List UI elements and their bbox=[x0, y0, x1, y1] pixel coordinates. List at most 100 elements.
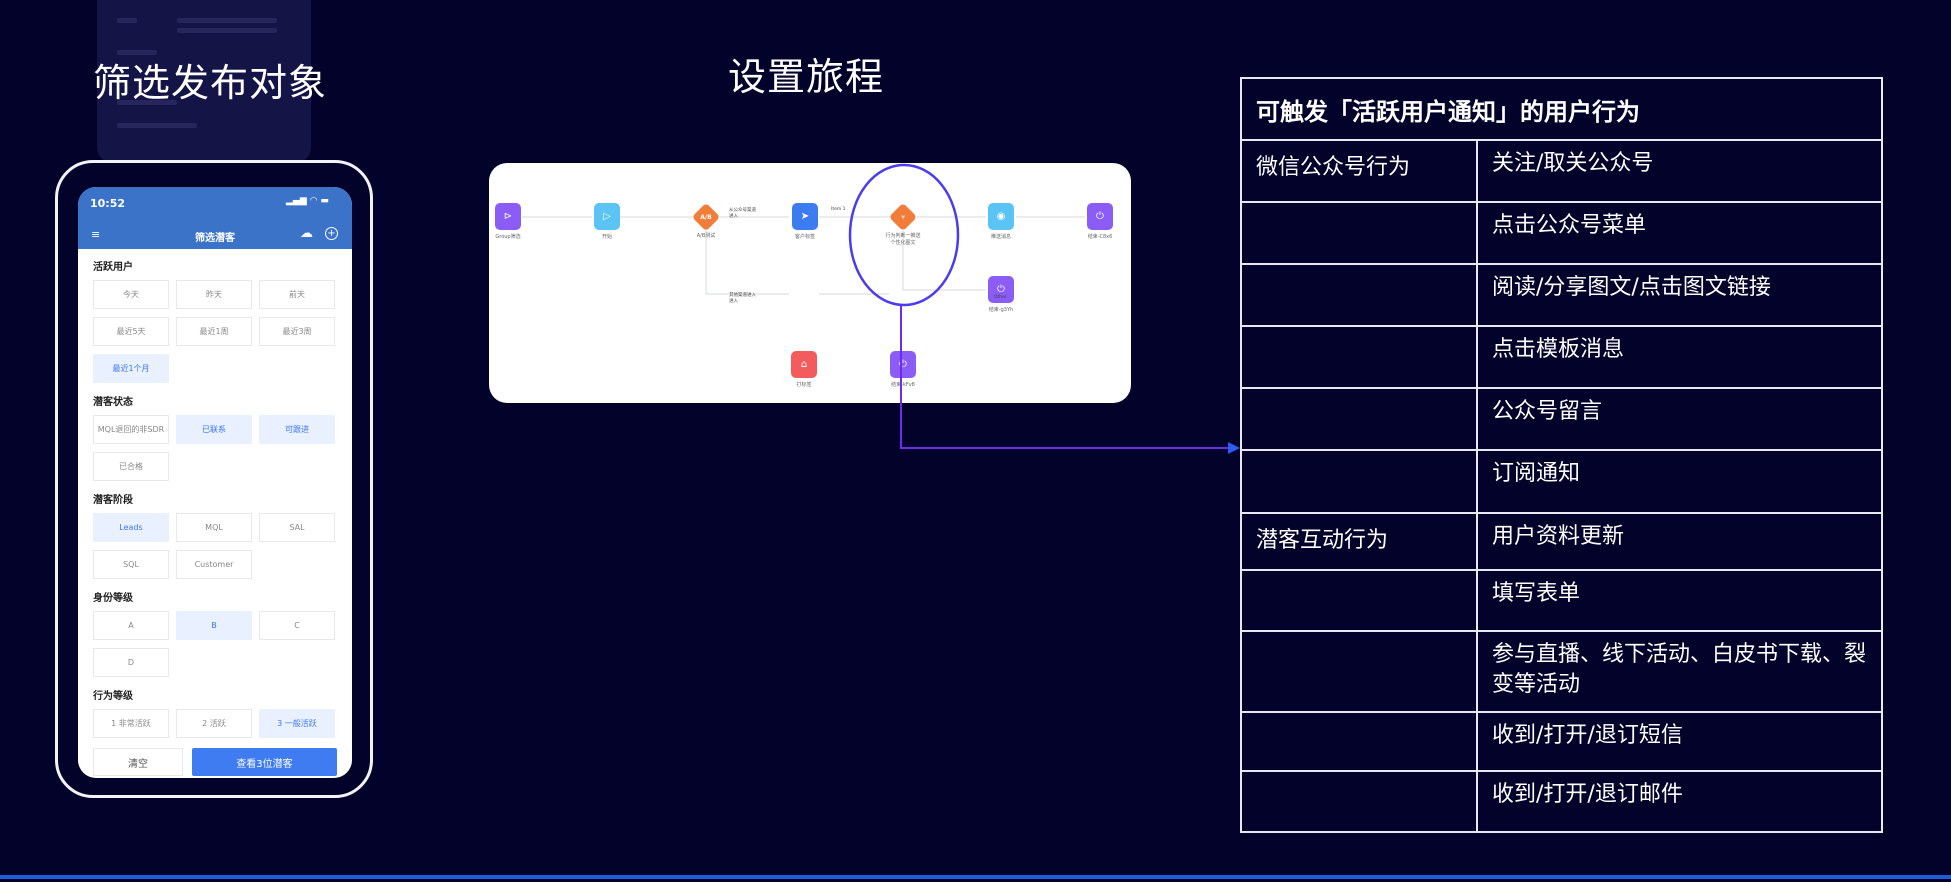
behavior-category bbox=[1242, 632, 1478, 711]
table-title: 可触发「活跃用户通知」的用户行为 bbox=[1256, 97, 1640, 126]
option-group: 今天昨天前天最近5天最近1周最近3周最近1个月 bbox=[93, 280, 337, 383]
filter-option[interactable]: MQL bbox=[176, 513, 252, 542]
left-section-title: 筛选发布对象 bbox=[93, 61, 328, 105]
flow-edge-label: 从公众号渠道 进入 bbox=[729, 208, 756, 219]
behavior-item: 点击模板消息 bbox=[1492, 337, 1625, 362]
flow-node-label: 结束-C8x6 bbox=[1087, 234, 1113, 240]
flow-edge bbox=[705, 229, 789, 295]
table-row: 点击公众号菜单 bbox=[1242, 201, 1881, 263]
behavior-item: 收到/打开/退订邮件 bbox=[1492, 782, 1683, 807]
filter-option[interactable]: SAL bbox=[259, 513, 335, 542]
table-body: 微信公众号行为关注/取关公众号点击公众号菜单阅读/分享图文/点击图文链接点击模板… bbox=[1242, 139, 1881, 831]
behavior-item: 点击公众号菜单 bbox=[1492, 213, 1647, 238]
filter-option[interactable]: C bbox=[259, 611, 335, 640]
power-icon[interactable]: ⏻ bbox=[988, 276, 1014, 303]
highlight-ellipse bbox=[848, 163, 960, 307]
power-icon[interactable]: ⏻ bbox=[890, 351, 916, 378]
section-label: 潜客状态 bbox=[93, 397, 133, 408]
filter-option[interactable]: MQL退回的非SDR bbox=[93, 415, 169, 444]
phone-screen: 10:52 ▂▄▆ ◠ ▬ ≡ 筛选潜客 ☁ + 活跃用户今天昨天前天最近5天最… bbox=[78, 187, 352, 778]
behavior-category bbox=[1242, 772, 1478, 831]
flow-edge-label: Other bbox=[994, 295, 1007, 300]
clear-button[interactable]: 清空 bbox=[93, 748, 183, 776]
flow-node-label: 结束-g3Yh bbox=[988, 307, 1014, 313]
filter-icon[interactable]: ⊳ bbox=[495, 203, 521, 230]
filter-option[interactable]: 今天 bbox=[93, 280, 169, 309]
filter-option[interactable]: 前天 bbox=[259, 280, 335, 309]
behavior-category bbox=[1242, 713, 1478, 770]
table-row: 阅读/分享图文/点击图文链接 bbox=[1242, 263, 1881, 325]
background-phone-mockup bbox=[97, 0, 311, 162]
flow-edges bbox=[522, 216, 1085, 295]
flow-node-label: 打标签 bbox=[796, 382, 812, 388]
filter-option[interactable]: D bbox=[93, 648, 169, 677]
behavior-item: 收到/打开/退订短信 bbox=[1492, 723, 1683, 748]
filter-option[interactable]: 最近5天 bbox=[93, 317, 169, 346]
table-row: 公众号留言 bbox=[1242, 387, 1881, 449]
table-row: 收到/打开/退订短信 bbox=[1242, 711, 1881, 770]
table-row: 收到/打开/退订邮件 bbox=[1242, 770, 1881, 831]
flow-node-label: A/B测试 bbox=[696, 233, 716, 239]
behavior-category bbox=[1242, 571, 1478, 630]
connector-line bbox=[900, 305, 1230, 449]
power-icon[interactable]: ⏻ bbox=[1087, 203, 1113, 230]
cloud-icon[interactable]: ☁ bbox=[300, 226, 313, 241]
flow-edge bbox=[902, 231, 986, 291]
flow-node-label: 结束-kFv8 bbox=[891, 382, 915, 388]
filter-option[interactable]: 最近1周 bbox=[176, 317, 252, 346]
flow-node-label: 客户标签 bbox=[794, 234, 816, 240]
filter-option[interactable]: 已联系 bbox=[176, 415, 252, 444]
status-time: 10:52 bbox=[90, 197, 126, 210]
filter-option[interactable]: Leads bbox=[93, 513, 169, 542]
behavior-category: 微信公众号行为 bbox=[1242, 141, 1478, 201]
signal-wifi-battery-icon: ▂▄▆ ◠ ▬ bbox=[286, 196, 329, 206]
table-row: 潜客互动行为用户资料更新 bbox=[1242, 512, 1881, 569]
filter-option[interactable]: 昨天 bbox=[176, 280, 252, 309]
section-label: 身份等级 bbox=[93, 593, 133, 604]
table-row: 填写表单 bbox=[1242, 569, 1881, 630]
table-row: 微信公众号行为关注/取关公众号 bbox=[1242, 139, 1881, 201]
filter-option[interactable]: A bbox=[93, 611, 169, 640]
flow-node-label: 行为判断一推送 个性化图文 bbox=[885, 233, 921, 246]
app-header: ≡ 筛选潜客 ☁ + bbox=[78, 223, 352, 249]
behavior-item: 参与直播、线下活动、白皮书下载、裂变等活动 bbox=[1492, 642, 1867, 697]
behavior-item: 填写表单 bbox=[1492, 581, 1581, 606]
filter-option[interactable]: 最近1个月 bbox=[93, 354, 169, 383]
send-icon[interactable]: ➤ bbox=[792, 203, 818, 230]
play-icon[interactable]: ▷ bbox=[594, 203, 620, 230]
message-icon[interactable]: ◉ bbox=[988, 203, 1014, 230]
behavior-category bbox=[1242, 327, 1478, 387]
menu-icon[interactable]: ≡ bbox=[91, 228, 101, 241]
flow-edge-label: Item 1 bbox=[831, 207, 846, 212]
table-row: 订阅通知 bbox=[1242, 449, 1881, 512]
behavior-item: 订阅通知 bbox=[1492, 461, 1581, 486]
behavior-item: 阅读/分享图文/点击图文链接 bbox=[1492, 275, 1771, 300]
view-leads-button[interactable]: 查看3位潜客 bbox=[192, 748, 337, 776]
flow-node-label: 开始 bbox=[601, 234, 613, 240]
filter-option[interactable]: 最近3周 bbox=[259, 317, 335, 346]
add-icon[interactable]: + bbox=[325, 227, 338, 240]
section-label: 潜客阶段 bbox=[93, 495, 133, 506]
arrow-head-icon bbox=[1228, 442, 1240, 454]
filter-option[interactable]: Customer bbox=[176, 550, 252, 579]
flow-node-label: Group筛选 bbox=[495, 234, 521, 240]
filter-option[interactable]: 可跟进 bbox=[259, 415, 335, 444]
filter-option[interactable]: B bbox=[176, 611, 252, 640]
filter-option[interactable]: 1 非常活跃 bbox=[93, 709, 169, 738]
filter-option[interactable]: 已合格 bbox=[93, 452, 169, 481]
tag-icon[interactable]: ⌂ bbox=[791, 351, 817, 378]
flow-edge-label: 其他渠道进入 进入 bbox=[729, 293, 756, 304]
filter-option[interactable]: 3 一般活跃 bbox=[259, 709, 335, 738]
filter-option[interactable]: 2 活跃 bbox=[176, 709, 252, 738]
filter-option[interactable]: SQL bbox=[93, 550, 169, 579]
behavior-category: 潜客互动行为 bbox=[1242, 514, 1478, 569]
center-section-title: 设置旅程 bbox=[728, 55, 885, 99]
behavior-item: 关注/取关公众号 bbox=[1492, 151, 1654, 176]
